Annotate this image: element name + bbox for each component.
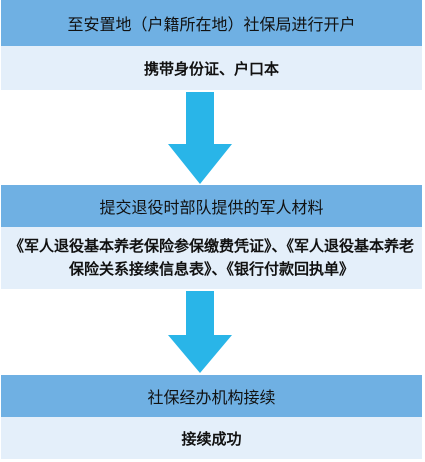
step2-detail: 《军人退役基本养老保险参保缴费凭证》、《军人退役基本养老保险关系接续信息表》、《… — [1, 227, 422, 289]
step2-header: 提交退役时部队提供的军人材料 — [1, 185, 422, 227]
step3-detail: 接续成功 — [1, 417, 422, 459]
step3-title: 社保经办机构接续 — [147, 388, 276, 407]
step1-header: 至安置地（户籍所在地）社保局进行开户 — [1, 0, 422, 46]
arrow-down-icon — [168, 92, 232, 184]
step3-header: 社保经办机构接续 — [1, 375, 422, 417]
step2-title: 提交退役时部队提供的军人材料 — [99, 198, 324, 217]
step2-detail-text: 《军人退役基本养老保险参保缴费凭证》、《军人退役基本养老保险关系接续信息表》、《… — [9, 237, 415, 278]
step1-detail: 携带身份证、户口本 — [1, 46, 422, 90]
arrow-down-icon — [168, 291, 232, 373]
step3-detail-text: 接续成功 — [181, 429, 242, 448]
step1-detail-text: 携带身份证、户口本 — [143, 59, 279, 78]
step1-title: 至安置地（户籍所在地）社保局进行开户 — [67, 15, 356, 34]
